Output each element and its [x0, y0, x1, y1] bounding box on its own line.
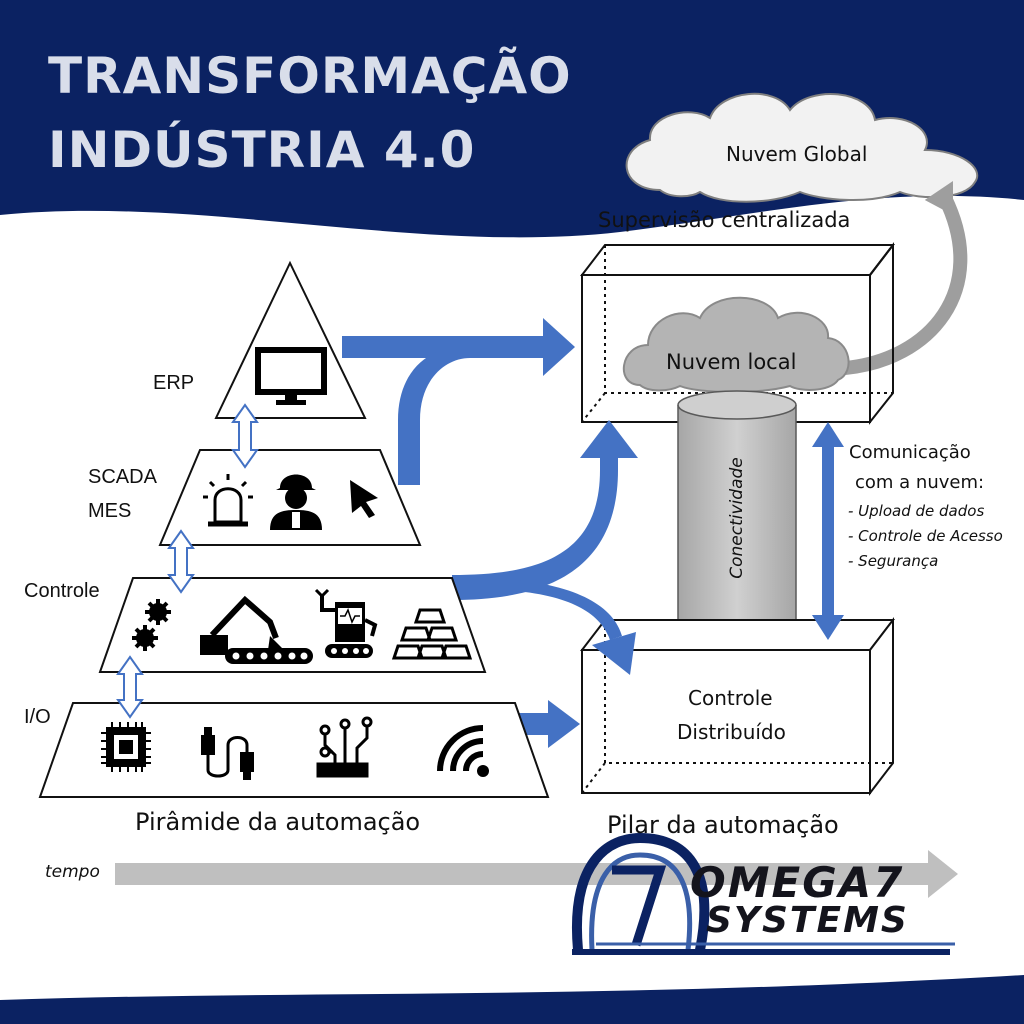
pyramid-caption: Pirâmide da automação [135, 808, 421, 836]
gold-bars-icon [391, 608, 473, 660]
cursor-icon [350, 480, 378, 518]
alarm-light-icon [203, 474, 253, 527]
pillar-caption: Pilar da automação [607, 811, 839, 839]
comm-item-security: - Segurança [848, 552, 939, 570]
pyramid-level-control [98, 577, 487, 673]
page-title-line1: TRANSFORMAÇÃO [48, 47, 572, 105]
connectivity-cylinder [677, 390, 797, 630]
excavator-icon [200, 595, 313, 664]
pyramid [38, 260, 550, 798]
wireless-icon [437, 725, 489, 777]
local-cloud-label: Nuvem local [666, 350, 797, 374]
distributed-control-line2: Distribuído [677, 720, 786, 744]
level-label-io: I/O [24, 706, 51, 728]
circuit-icon [316, 716, 373, 778]
cable-icon [201, 727, 254, 780]
level-label-control: Controle [24, 580, 100, 602]
comm-title-line1: Comunicação [849, 442, 971, 463]
flow-arrows [342, 318, 638, 748]
gears-icon [132, 599, 171, 651]
chip-icon [101, 722, 151, 772]
logo-text-line1: OMEGA7 [690, 858, 905, 907]
supervision-label: Supervisão centralizada [598, 208, 851, 232]
global-cloud-label: Nuvem Global [726, 142, 868, 166]
monitor-icon [255, 347, 327, 405]
distributed-control-line1: Controle [688, 686, 773, 710]
timeline-arrow [115, 850, 958, 898]
local-cloud [622, 296, 850, 393]
omega7-logo-mark [571, 832, 955, 955]
global-cloud [625, 92, 978, 203]
comm-item-upload: - Upload de dados [848, 502, 985, 520]
level-label-mes: MES [88, 500, 132, 522]
robot-icon [314, 588, 378, 658]
engineer-icon [270, 474, 322, 530]
comm-title-line2: com a nuvem: [855, 472, 985, 493]
pyramid-level-io [38, 702, 550, 798]
page-title-line2: INDÚSTRIA 4.0 [48, 121, 476, 179]
logo-text-line2: SYSTEMS [706, 900, 909, 941]
cloud-communication-arrow [812, 422, 844, 640]
pyramid-level-erp [214, 260, 367, 419]
timeline-label: tempo [45, 862, 100, 882]
comm-item-access: - Controle de Acesso [848, 527, 1003, 545]
level-label-scada: SCADA [88, 466, 157, 488]
footer-banner [0, 975, 1024, 1024]
level-label-erp: ERP [153, 372, 195, 394]
connectivity-label: Conectividade [727, 457, 747, 579]
level-links [116, 403, 259, 719]
